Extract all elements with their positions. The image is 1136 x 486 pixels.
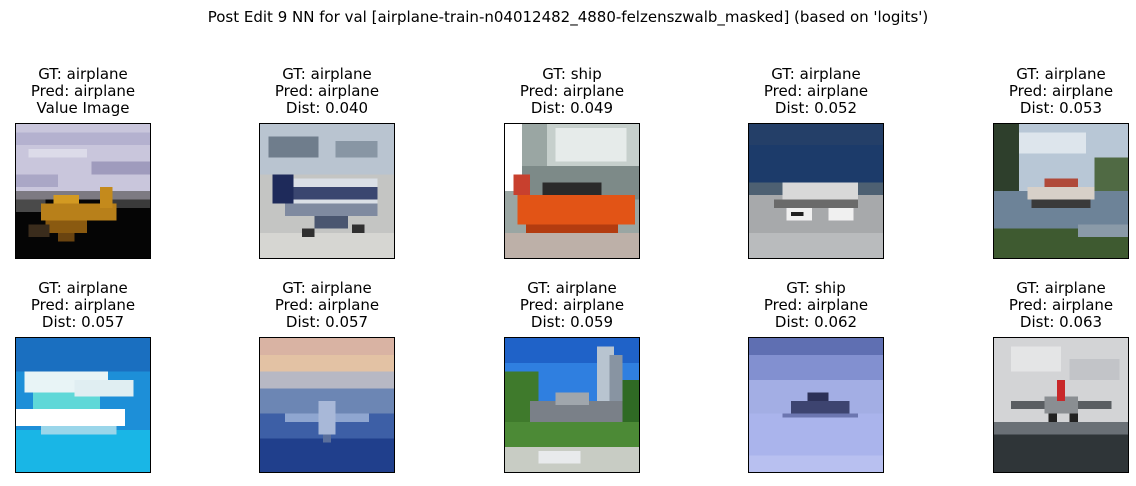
pred-label: Pred: airplane [274,296,380,314]
neighbor-image [15,337,151,473]
panel-caption: GT: airplane Pred: airplane Dist: 0.040 [219,66,435,117]
panel-caption: GT: airplane Pred: airplane Value Image [0,66,191,117]
dist-label: Dist: 0.049 [530,99,614,117]
pred-label: Pred: airplane [30,82,136,100]
neighbor-image [259,337,395,473]
gt-label: GT: airplane [771,65,861,83]
gt-label: GT: airplane [38,65,128,83]
pred-label: Pred: airplane [763,296,869,314]
panel-caption: GT: airplane Pred: airplane Dist: 0.063 [953,280,1136,331]
pred-label: Pred: airplane [763,82,869,100]
neighbor-image [748,337,884,473]
dist-label: Dist: 0.040 [285,99,369,117]
neighbor-image [504,337,640,473]
pred-label: Pred: airplane [30,296,136,314]
panel-caption: GT: airplane Pred: airplane Dist: 0.053 [953,66,1136,117]
value-image-label: Value Image [36,99,130,117]
dist-label: Dist: 0.059 [530,313,614,331]
pred-label: Pred: airplane [274,82,380,100]
pred-label: Pred: airplane [519,82,625,100]
pred-label: Pred: airplane [1008,82,1114,100]
neighbor-image [748,123,884,259]
panel-caption: GT: airplane Pred: airplane Dist: 0.057 [219,280,435,331]
dist-label: Dist: 0.063 [1019,313,1103,331]
neighbor-image [993,123,1129,259]
gt-label: GT: ship [542,65,602,83]
gt-label: GT: airplane [1016,279,1106,297]
pred-label: Pred: airplane [519,296,625,314]
panel-caption: GT: ship Pred: airplane Dist: 0.062 [708,280,924,331]
dist-label: Dist: 0.053 [1019,99,1103,117]
pred-label: Pred: airplane [1008,296,1114,314]
gt-label: GT: airplane [282,279,372,297]
gt-label: GT: airplane [1016,65,1106,83]
gt-label: GT: ship [786,279,846,297]
gt-label: GT: airplane [282,65,372,83]
neighbor-image [259,123,395,259]
gt-label: GT: airplane [38,279,128,297]
panel-caption: GT: ship Pred: airplane Dist: 0.049 [464,66,680,117]
gt-label: GT: airplane [527,279,617,297]
query-image [15,123,151,259]
dist-label: Dist: 0.057 [41,313,125,331]
neighbor-image [993,337,1129,473]
panel-caption: GT: airplane Pred: airplane Dist: 0.052 [708,66,924,117]
dist-label: Dist: 0.057 [285,313,369,331]
panel-caption: GT: airplane Pred: airplane Dist: 0.057 [0,280,191,331]
figure-title: Post Edit 9 NN for val [airplane-train-n… [207,8,929,26]
dist-label: Dist: 0.062 [774,313,858,331]
panel-caption: GT: airplane Pred: airplane Dist: 0.059 [464,280,680,331]
neighbor-image [504,123,640,259]
dist-label: Dist: 0.052 [774,99,858,117]
